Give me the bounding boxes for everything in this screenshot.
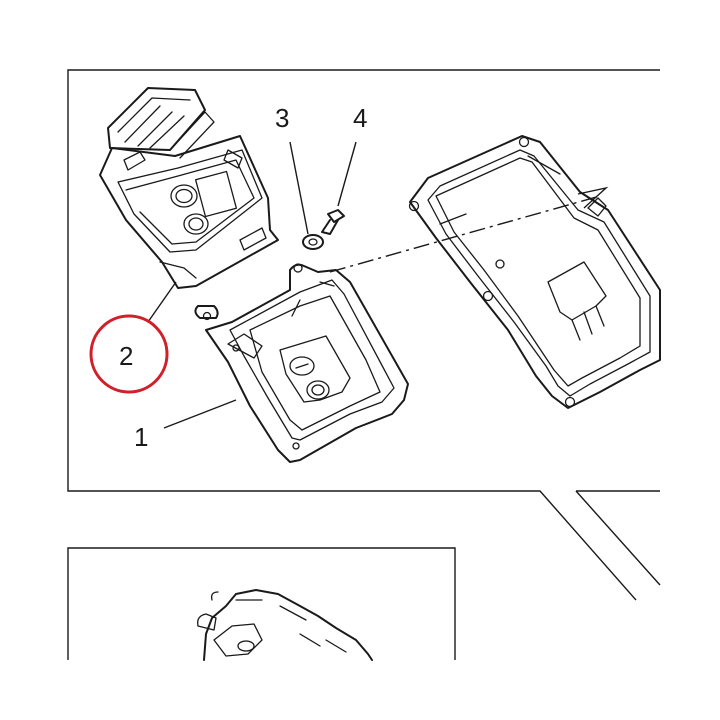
screw-part xyxy=(321,209,345,235)
washer-part xyxy=(302,234,324,250)
mounting-plate-part xyxy=(408,135,661,409)
mounting-bracket-part xyxy=(194,263,409,463)
alignment-line xyxy=(329,195,601,273)
alignment-arrow xyxy=(577,186,609,209)
callout-4: 4 xyxy=(353,103,367,133)
callout-1: 1 xyxy=(134,422,148,452)
leader-line-1 xyxy=(163,399,237,429)
leader-line-2 xyxy=(147,281,177,323)
callout-2: 2 xyxy=(119,341,133,371)
detail-frame xyxy=(67,69,661,601)
highlight-ring xyxy=(89,314,169,394)
leader-line-4 xyxy=(337,141,357,207)
ecu-module-part xyxy=(99,87,279,289)
callout-3: 3 xyxy=(275,103,289,133)
leader-line-3 xyxy=(289,141,309,235)
lower-assembly-part xyxy=(197,589,373,661)
lower-frame xyxy=(67,547,456,660)
